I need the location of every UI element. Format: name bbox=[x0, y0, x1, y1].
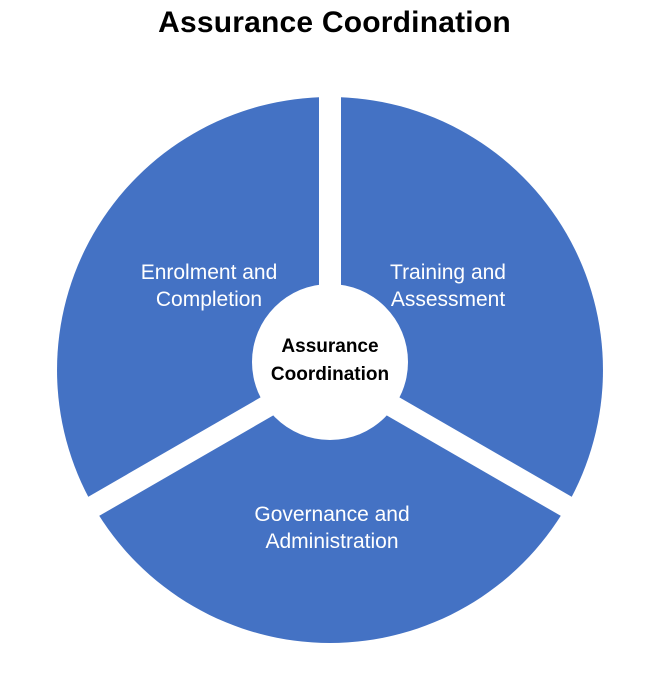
segment-governance-and-administration[interactable] bbox=[93, 370, 567, 643]
center-hub bbox=[252, 284, 408, 440]
segment-label-line2: Completion bbox=[156, 288, 262, 311]
segment-label-line2: Administration bbox=[265, 530, 398, 553]
center-label-line2: Coordination bbox=[271, 364, 389, 385]
segment-label-line2: Assessment bbox=[391, 288, 506, 311]
segment-label-line1: Training and bbox=[390, 261, 506, 284]
diagram-title: Assurance Coordination bbox=[158, 6, 511, 39]
segment-label-line1: Enrolment and bbox=[141, 261, 278, 284]
segment-label-line1: Governance and bbox=[254, 503, 409, 526]
center-label-line1: Assurance bbox=[281, 336, 378, 357]
